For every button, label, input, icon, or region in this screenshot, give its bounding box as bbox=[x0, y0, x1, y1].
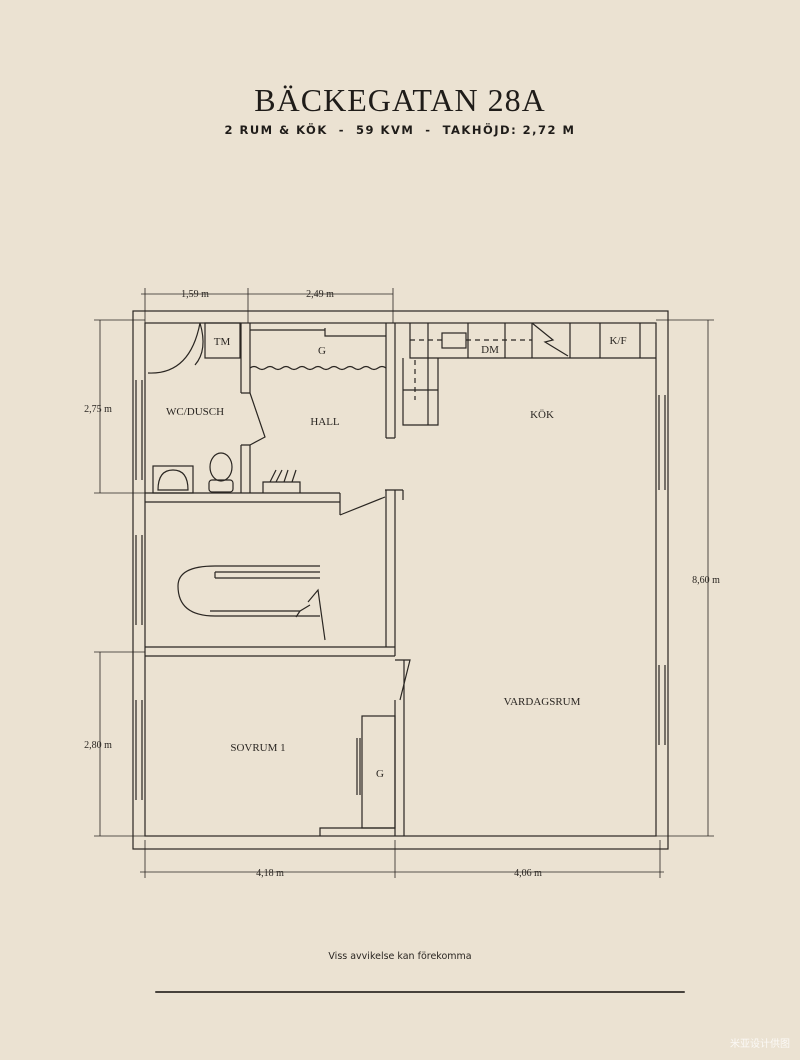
dim-top-left: 1,59 m bbox=[181, 289, 209, 300]
room-labels: TM G DM K/F WC/DUSCH HALL KÖK VARDAGSRUM… bbox=[166, 335, 627, 780]
dim-bottom-left: 4,18 m bbox=[256, 868, 284, 879]
page-subtitle: 2 RUM & KÖK - 59 KVM - TAKHÖJD: 2,72 M bbox=[224, 123, 576, 137]
dim-top-right: 2,49 m bbox=[306, 289, 334, 300]
divider bbox=[155, 991, 685, 993]
dimension-lines bbox=[94, 288, 714, 878]
watermark: 米亚设计供图 bbox=[730, 1039, 790, 1050]
room-label-hall-wardrobe: G bbox=[318, 345, 326, 357]
room-label-kok: KÖK bbox=[530, 409, 554, 421]
dim-bottom-right: 4,06 m bbox=[514, 868, 542, 879]
room-label-vardagsrum: VARDAGSRUM bbox=[504, 696, 581, 708]
dimension-labels: 1,59 m 2,49 m 2,75 m 2,80 m 8,60 m 4,18 … bbox=[84, 289, 720, 879]
dim-right: 8,60 m bbox=[692, 575, 720, 586]
room-label-tm: TM bbox=[214, 336, 231, 348]
room-label-sovrum: SOVRUM 1 bbox=[230, 742, 285, 754]
page-title: BÄCKEGATAN 28A bbox=[254, 82, 546, 118]
disclaimer-note: Viss avvikelse kan förekomma bbox=[328, 951, 472, 962]
dim-left-bottom: 2,80 m bbox=[84, 740, 112, 751]
room-label-dm: DM bbox=[481, 344, 499, 356]
room-label-kf: K/F bbox=[609, 335, 626, 347]
room-label-sovrum-wardrobe: G bbox=[376, 768, 384, 780]
room-label-hall: HALL bbox=[310, 416, 340, 428]
walls bbox=[132, 310, 669, 850]
room-label-wc: WC/DUSCH bbox=[166, 406, 224, 418]
dim-left-top: 2,75 m bbox=[84, 404, 112, 415]
